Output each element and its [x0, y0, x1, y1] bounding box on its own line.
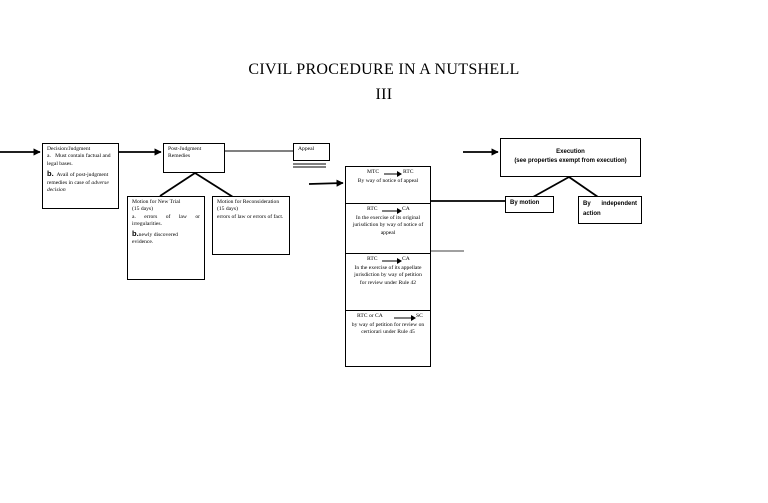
decision-item-a-letter: a. — [47, 153, 51, 160]
fork-to-reconsideration — [194, 172, 234, 198]
new-trial-item-b-text: newly discovered evidence. — [132, 231, 178, 246]
route-text: by way of petition for review on certior… — [351, 322, 425, 336]
route-arrow-icon — [382, 208, 402, 214]
arrow-into-routes — [308, 179, 344, 187]
fork-to-by-motion — [532, 176, 570, 198]
post-judgment-remedies-box: Post-Judgment Remedies — [163, 143, 225, 173]
appeal-routes-box: MTC RTC By way of notice of appeal RTC C… — [345, 166, 431, 367]
fork-to-independent-action — [568, 176, 599, 198]
route-from: RTC — [367, 256, 378, 262]
decision-item-b-text: Avail of post-judgment remedies in case … — [47, 172, 109, 186]
decision-heading: Decision/Judgment — [47, 146, 91, 152]
new-trial-item-b-letter: b. — [132, 228, 139, 238]
motion-new-trial-box: Motion for New Trial (15 days) a. errors… — [127, 196, 205, 280]
route-to: RTC — [403, 169, 414, 175]
route-cell: MTC RTC By way of notice of appeal — [346, 167, 430, 203]
execution-box: Execution (see properties exempt from ex… — [500, 138, 641, 177]
route-arrow-icon — [384, 171, 402, 177]
reconsideration-line3: errors of law or errors of fact. — [217, 213, 284, 220]
independent-word1: By — [583, 201, 591, 207]
new-trial-line1: Motion for New Trial — [132, 199, 181, 205]
fork-to-new-trial — [159, 172, 196, 197]
route-from: RTC or CA — [357, 313, 383, 319]
appeal-box: Appeal — [293, 143, 330, 161]
route-text: In the exercise of its original jurisdic… — [352, 215, 424, 236]
independent-action-box: By independent action — [578, 196, 642, 224]
route-arrow-icon — [394, 315, 416, 321]
independent-word3: action — [583, 211, 601, 217]
execution-line2: (see properties exempt from execution) — [514, 158, 627, 164]
independent-word2: independent — [601, 201, 637, 207]
route-cell: RTC CA In the exercise of its appellate … — [346, 253, 430, 310]
reconsideration-line2: (15 days) — [217, 206, 238, 213]
route-to: SC — [416, 313, 423, 319]
route-from: RTC — [367, 206, 378, 212]
post-judgment-line1: Post-Judgment — [168, 146, 202, 152]
route-from: MTC — [367, 169, 380, 175]
decision-item-a-text: Must contain factual and legal bases. — [47, 153, 111, 167]
post-judgment-line2: Remedies — [168, 153, 191, 160]
motion-reconsideration-box: Motion for Reconsideration (15 days) err… — [212, 196, 290, 255]
by-motion-label: By motion — [510, 200, 540, 206]
route-arrow-icon — [382, 258, 402, 264]
route-text: In the exercise of its appellate jurisdi… — [354, 265, 422, 286]
route-cell: RTC CA In the exercise of its original j… — [346, 203, 430, 253]
execution-line1: Execution — [556, 149, 585, 155]
decision-item-b-letter: b. — [47, 169, 54, 179]
route-to: CA — [402, 206, 410, 212]
diagram-subtitle: III — [375, 86, 393, 103]
new-trial-item-a: a. errors of law or irregularities. — [132, 213, 200, 228]
decision-item-b-emph: adverse decision — [47, 179, 109, 194]
reconsideration-line1: Motion for Reconsideration — [217, 199, 280, 205]
decision-judgment-box: Decision/Judgment a. Must contain factua… — [42, 143, 119, 209]
route-to: CA — [402, 256, 410, 262]
diagram-title: CIVIL PROCEDURE IN A NUTSHELL — [248, 61, 520, 78]
route-cell: RTC or CA SC by way of petition for revi… — [346, 310, 430, 367]
route-text: By way of notice of appeal — [357, 178, 419, 184]
by-motion-box: By motion — [505, 196, 554, 213]
appeal-label: Appeal — [298, 146, 315, 152]
new-trial-line2: (15 days) — [132, 206, 153, 213]
